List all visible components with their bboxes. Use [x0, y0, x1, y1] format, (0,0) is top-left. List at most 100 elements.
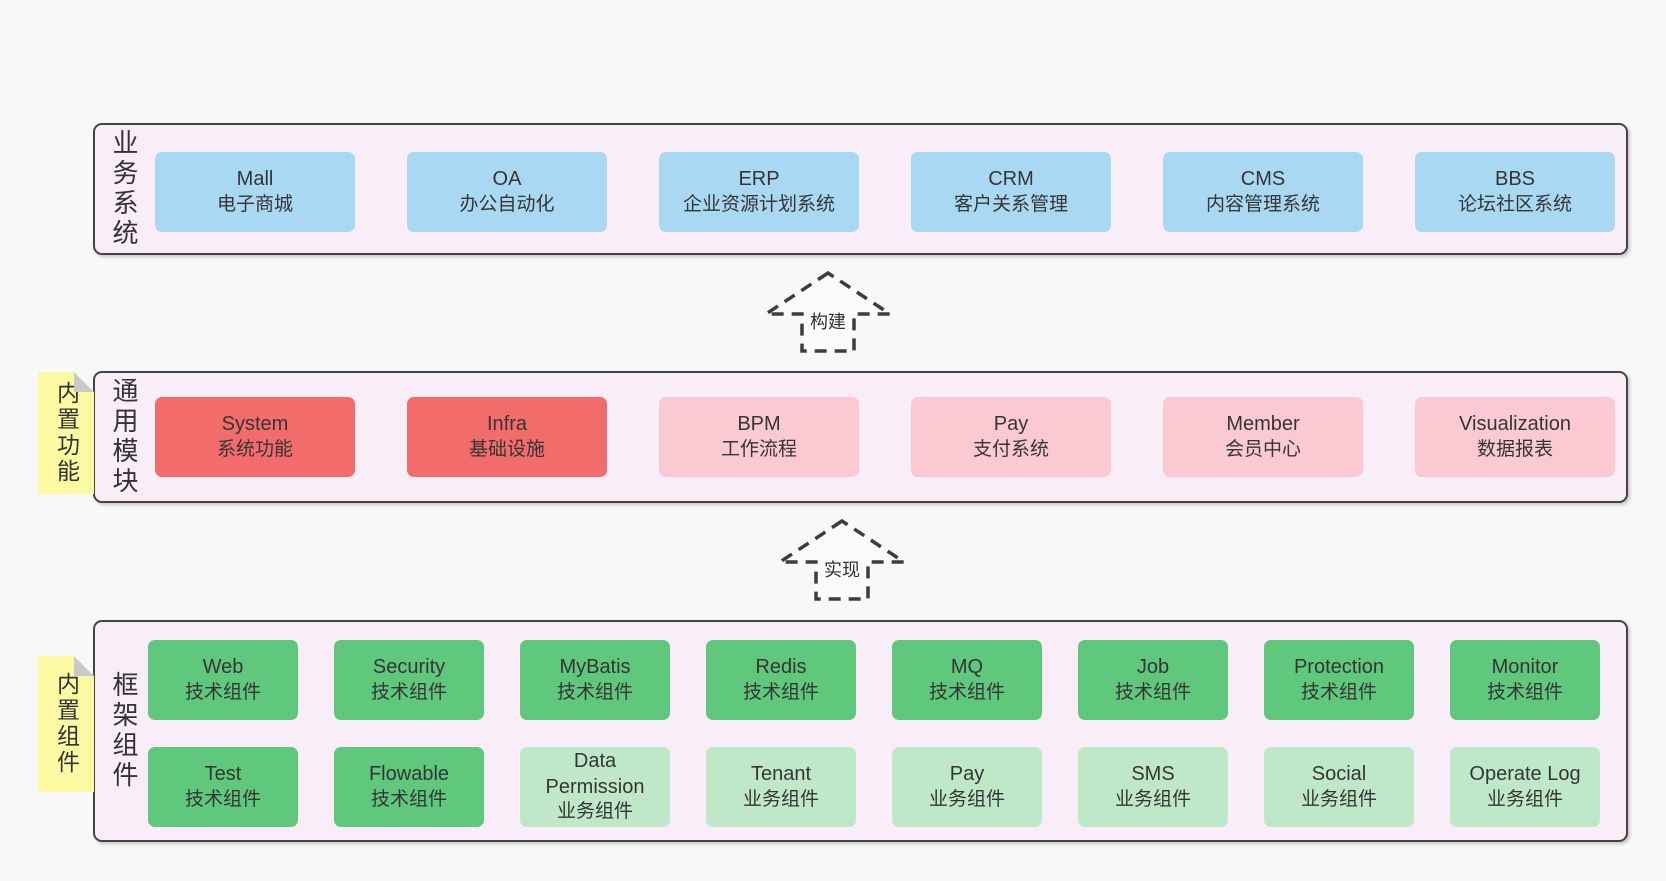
box-title: Protection [1293, 656, 1385, 679]
box-title: Visualization [1459, 413, 1571, 436]
box-title: System [221, 413, 289, 436]
box-title: Data Permission [545, 750, 645, 798]
layer-common-modules: 通用模块 System 系统功能 Infra 基础设施 BPM 工作流程 Pay… [93, 371, 1628, 503]
box-title: Operate Log [1469, 763, 1581, 786]
box-title: Redis [755, 656, 807, 679]
box-subtitle: 基础设施 [468, 438, 545, 460]
framework-components-row-2: Test 技术组件 Flowable 技术组件 Data Permission … [148, 747, 1600, 827]
box-system: System 系统功能 [155, 397, 355, 477]
box-subtitle: 技术组件 [370, 681, 447, 703]
box-subtitle: 技术组件 [742, 681, 819, 703]
box-subtitle: 客户关系管理 [953, 193, 1068, 215]
box-title: Test [204, 763, 242, 786]
folded-corner [74, 656, 94, 676]
box-subtitle: 技术组件 [556, 681, 633, 703]
box-mq: MQ 技术组件 [892, 640, 1042, 720]
box-test: Test 技术组件 [148, 747, 298, 827]
sticky-note-built-in-components: 内置组件 [38, 656, 94, 792]
box-data-permission: Data Permission 业务组件 [520, 747, 670, 827]
arrow-build-label: 构建 [807, 308, 849, 334]
box-subtitle: 业务组件 [742, 788, 819, 810]
layer-business-systems: 业务系统 Mall 电子商城 OA 办公自动化 ERP 企业资源计划系统 CRM… [93, 123, 1628, 255]
box-subtitle: 企业资源计划系统 [682, 193, 835, 215]
layer-label-business-systems: 业务系统 [109, 129, 139, 249]
box-title: Flowable [368, 763, 450, 786]
box-subtitle: 技术组件 [1486, 681, 1563, 703]
sticky-note-label: 内置功能 [53, 381, 80, 485]
box-bpm: BPM 工作流程 [659, 397, 859, 477]
box-pay-module: Pay 支付系统 [911, 397, 1111, 477]
box-subtitle: 技术组件 [928, 681, 1005, 703]
box-member: Member 会员中心 [1163, 397, 1363, 477]
arrow-implement-label: 实现 [821, 556, 863, 582]
box-title: MyBatis [559, 656, 631, 679]
box-subtitle: 办公自动化 [459, 193, 555, 215]
box-title: SMS [1131, 763, 1175, 786]
box-subtitle: 业务组件 [1300, 788, 1377, 810]
box-subtitle: 业务组件 [1486, 788, 1563, 810]
box-title: ERP [738, 168, 780, 191]
business-systems-row: Mall 电子商城 OA 办公自动化 ERP 企业资源计划系统 CRM 客户关系… [155, 152, 1615, 232]
folded-corner [74, 372, 94, 392]
box-title: CMS [1240, 168, 1286, 191]
box-title: Mall [236, 168, 274, 191]
box-subtitle: 系统功能 [216, 438, 293, 460]
box-tenant: Tenant 业务组件 [706, 747, 856, 827]
box-title: CRM [988, 168, 1034, 191]
box-pay-component: Pay 业务组件 [892, 747, 1042, 827]
box-sms: SMS 业务组件 [1078, 747, 1228, 827]
box-title: Security [372, 656, 446, 679]
box-visualization: Visualization 数据报表 [1415, 397, 1615, 477]
box-operate-log: Operate Log 业务组件 [1450, 747, 1600, 827]
box-subtitle: 技术组件 [370, 788, 447, 810]
common-modules-row: System 系统功能 Infra 基础设施 BPM 工作流程 Pay 支付系统… [155, 397, 1615, 477]
box-title: Infra [486, 413, 528, 436]
box-title: MQ [950, 656, 984, 679]
sticky-note-label: 内置组件 [53, 672, 80, 776]
box-oa: OA 办公自动化 [407, 152, 607, 232]
arrow-implement: 实现 [774, 518, 910, 602]
box-subtitle: 技术组件 [184, 681, 261, 703]
box-title: BBS [1494, 168, 1536, 191]
box-title: Social [1311, 763, 1367, 786]
box-social: Social 业务组件 [1264, 747, 1414, 827]
box-web: Web 技术组件 [148, 640, 298, 720]
box-security: Security 技术组件 [334, 640, 484, 720]
box-cms: CMS 内容管理系统 [1163, 152, 1363, 232]
box-title: Pay [993, 413, 1029, 436]
box-protection: Protection 技术组件 [1264, 640, 1414, 720]
box-subtitle: 论坛社区系统 [1457, 193, 1572, 215]
box-subtitle: 支付系统 [972, 438, 1049, 460]
box-title: Monitor [1491, 656, 1559, 679]
box-title: Job [1136, 656, 1170, 679]
box-mybatis: MyBatis 技术组件 [520, 640, 670, 720]
box-flowable: Flowable 技术组件 [334, 747, 484, 827]
box-subtitle: 会员中心 [1224, 438, 1301, 460]
layer-label-framework-components: 框架组件 [109, 671, 139, 791]
box-title: Member [1226, 413, 1300, 436]
box-subtitle: 数据报表 [1476, 438, 1553, 460]
box-subtitle: 业务组件 [928, 788, 1005, 810]
box-mall: Mall 电子商城 [155, 152, 355, 232]
box-title: Pay [949, 763, 985, 786]
box-subtitle: 业务组件 [556, 801, 633, 823]
box-subtitle: 技术组件 [1114, 681, 1191, 703]
box-title: Tenant [750, 763, 812, 786]
box-subtitle: 业务组件 [1114, 788, 1191, 810]
box-redis: Redis 技术组件 [706, 640, 856, 720]
box-subtitle: 电子商城 [216, 193, 293, 215]
box-subtitle: 内容管理系统 [1205, 193, 1320, 215]
sticky-note-built-in-features: 内置功能 [38, 372, 94, 494]
box-monitor: Monitor 技术组件 [1450, 640, 1600, 720]
box-title: OA [492, 168, 522, 191]
box-erp: ERP 企业资源计划系统 [659, 152, 859, 232]
box-title: BPM [737, 413, 781, 436]
box-title: Web [202, 656, 244, 679]
layer-label-common-modules: 通用模块 [109, 377, 139, 497]
box-job: Job 技术组件 [1078, 640, 1228, 720]
box-subtitle: 技术组件 [184, 788, 261, 810]
arrow-build: 构建 [760, 270, 896, 354]
box-infra: Infra 基础设施 [407, 397, 607, 477]
box-subtitle: 工作流程 [720, 438, 797, 460]
